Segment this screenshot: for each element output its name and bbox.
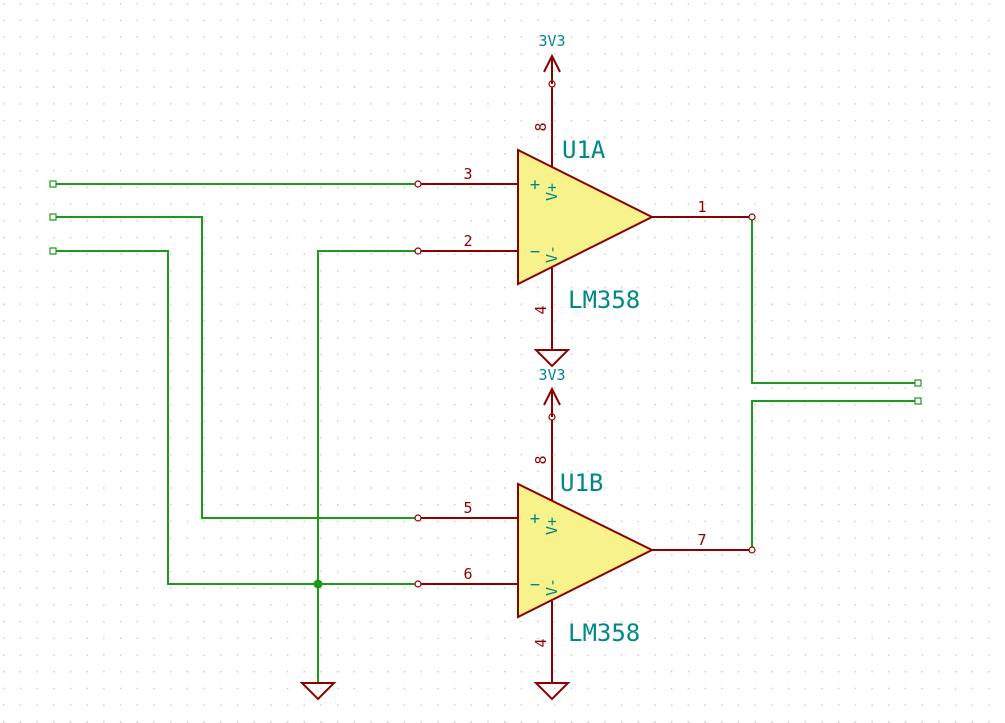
u1b-pin5-number: 5 <box>463 499 472 517</box>
u1a-vminus-label: V- <box>543 245 561 263</box>
ground-symbol-u1a <box>533 349 571 368</box>
u1b-pin8-number: 8 <box>532 455 550 464</box>
u1b-vminus-label: V- <box>543 578 561 596</box>
wires <box>55 183 917 683</box>
wire-input2-pin5[interactable] <box>55 216 418 519</box>
u1b-pin7-number: 7 <box>697 531 706 549</box>
power-label-top: 3V3 <box>538 32 565 50</box>
pin2-end <box>414 247 422 255</box>
pin3-end <box>414 180 422 188</box>
connector-left-1[interactable] <box>49 180 57 188</box>
u1a-pin1-number: 1 <box>697 198 706 216</box>
u1b-minus-symbol: − <box>530 575 540 595</box>
pin1-end <box>748 213 756 221</box>
opamp-u1b-body <box>517 482 655 619</box>
power-symbol-bottom <box>543 386 561 417</box>
junction-dot <box>313 579 323 589</box>
u1a-pin4-number: 4 <box>532 305 550 314</box>
u1a-minus-symbol: − <box>530 242 540 262</box>
opamp-u1a[interactable]: 3V3 U1A LM358 3 2 1 8 4 + − V+ V- <box>414 32 756 368</box>
connector-right-1[interactable] <box>914 379 922 387</box>
right-connectors <box>914 379 922 405</box>
connector-right-2[interactable] <box>914 397 922 405</box>
wire-out1-right[interactable] <box>751 217 917 384</box>
opamp-u1a-body <box>517 148 655 286</box>
u1a-pin3-number: 3 <box>463 165 472 183</box>
u1b-pin4-number: 4 <box>532 638 550 647</box>
connector-left-2[interactable] <box>49 213 57 221</box>
u1a-plus-symbol: + <box>530 175 540 195</box>
pin6-end <box>414 580 422 588</box>
u1a-vplus-label: V+ <box>543 183 561 201</box>
wire-out7-right[interactable] <box>751 400 917 550</box>
wire-input3-pin6[interactable] <box>55 250 418 585</box>
u1a-ref: U1A <box>562 136 606 164</box>
power-symbol-top <box>543 53 561 84</box>
u1b-value: LM358 <box>568 619 640 647</box>
pin7-end <box>748 546 756 554</box>
pin5-end <box>414 514 422 522</box>
u1a-value: LM358 <box>568 286 640 314</box>
u1b-plus-symbol: + <box>530 509 540 529</box>
ground-symbol-u1b <box>533 682 571 701</box>
power-label-bottom: 3V3 <box>538 366 565 384</box>
u1b-pin6-number: 6 <box>463 565 472 583</box>
u1b-ref: U1B <box>560 469 603 497</box>
u1a-pin8-number: 8 <box>532 122 550 131</box>
u1a-pin2-number: 2 <box>463 232 472 250</box>
opamp-u1b[interactable]: 3V3 U1B LM358 5 6 7 8 4 + − V+ V- <box>414 366 756 701</box>
left-connectors <box>49 180 57 255</box>
u1b-vplus-label: V+ <box>543 517 561 535</box>
ground-symbol-bus <box>299 682 337 701</box>
wire-pin2-ground[interactable] <box>317 250 418 683</box>
connector-left-3[interactable] <box>49 247 57 255</box>
